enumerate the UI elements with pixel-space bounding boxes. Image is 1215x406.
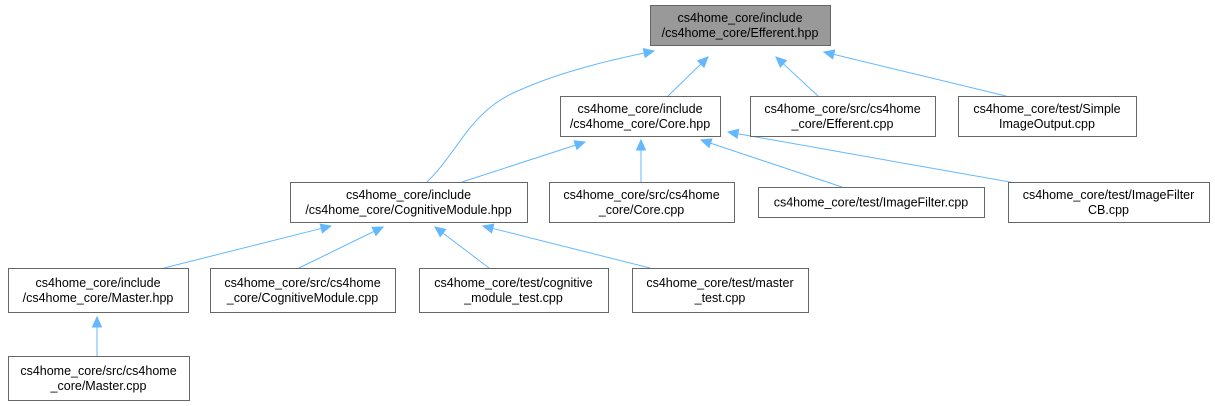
edge-arrowhead	[642, 47, 656, 59]
edge-arrowhead	[434, 226, 447, 238]
edge-master_test_cpp-to-cognitive_module_hpp	[481, 223, 651, 269]
node-label-line: ImageOutput.cpp	[999, 117, 1095, 131]
edge-cognitive_module_hpp-to-efferent_hpp	[426, 47, 656, 183]
node-label-line: cs4home_core/test/master	[646, 276, 793, 290]
node-core-cpp[interactable]: cs4home_core/src/cs4home_core/Core.cpp	[549, 182, 735, 223]
node-box	[1008, 182, 1210, 223]
edge-cognitive_module_test_cpp-to-cognitive_module_hpp	[434, 226, 490, 269]
edge-master_cpp-to-master_hpp	[91, 315, 103, 356]
edge-line	[490, 227, 651, 269]
node-label-line: cs4home_core/src/cs4home	[20, 364, 176, 378]
edge-simple_image_output_cpp-to-efferent_hpp	[822, 49, 1007, 97]
nodes-layer: cs4home_core/include/cs4home_core/Effere…	[8, 5, 1210, 401]
edge-line	[461, 143, 578, 183]
edge-image_filter_cpp-to-core_hpp	[699, 138, 843, 188]
node-label-line: /cs4home_core/Core.hpp	[570, 117, 710, 131]
edge-arrowhead	[822, 49, 836, 60]
node-master-test-cpp[interactable]: cs4home_core/test/master_test.cpp	[632, 268, 809, 313]
node-label-line: cs4home_core/test/cognitive	[434, 276, 592, 290]
node-label-line: cs4home_core/include	[677, 11, 802, 25]
edge-efferent_cpp-to-efferent_hpp	[775, 56, 819, 97]
node-label-line: cs4home_core/include	[35, 276, 160, 290]
node-label-line: CB.cpp	[1088, 203, 1129, 217]
edge-arrowhead	[371, 226, 385, 237]
edge-line	[781, 62, 819, 97]
edge-core_hpp-to-efferent_hpp	[667, 56, 709, 97]
node-master-cpp[interactable]: cs4home_core/src/cs4home_core/Master.cpp	[8, 356, 190, 401]
edge-arrowhead	[481, 223, 495, 234]
node-box	[8, 268, 189, 313]
edge-line	[735, 132, 1022, 185]
edge-cognitive_module_hpp-to-core_hpp	[461, 140, 587, 183]
node-box	[210, 268, 396, 313]
edge-line	[426, 50, 655, 183]
node-box	[560, 96, 721, 137]
node-label-line: _module_test.cpp	[463, 291, 563, 305]
edge-arrowhead	[319, 223, 333, 234]
edge-arrowhead	[696, 56, 709, 69]
node-box	[419, 268, 609, 313]
node-label-line: cs4home_core/include	[346, 188, 471, 202]
edges-layer	[91, 47, 1022, 356]
edge-line	[298, 230, 377, 269]
node-label-line: /cs4home_core/Master.hpp	[23, 291, 174, 305]
edge-arrowhead	[699, 138, 713, 149]
edge-line	[163, 227, 324, 269]
node-label-line: _core/Core.cpp	[598, 203, 685, 217]
edge-image_filter_cb_cpp-to-core_hpp	[726, 128, 1022, 185]
node-label-line: cs4home_core/src/cs4home	[224, 276, 380, 290]
node-box	[549, 182, 735, 223]
node-label-line: /cs4home_core/CognitiveModule.hpp	[305, 203, 511, 217]
node-cognitive-module-hpp[interactable]: cs4home_core/include/cs4home_core/Cognit…	[290, 182, 528, 223]
node-box	[8, 356, 190, 401]
node-label-line: _core/Efferent.cpp	[791, 117, 894, 131]
edge-line	[667, 62, 703, 97]
node-label-line: cs4home_core/test/ImageFilter	[1023, 188, 1195, 202]
node-label-line: /cs4home_core/Efferent.hpp	[662, 26, 819, 40]
node-core-hpp[interactable]: cs4home_core/include/cs4home_core/Core.h…	[560, 96, 721, 137]
edge-arrowhead	[775, 56, 788, 69]
node-label-line: _core/Master.cpp	[50, 379, 147, 393]
node-label-line: cs4home_core/test/Simple	[973, 102, 1120, 116]
node-image-filter-cpp[interactable]: cs4home_core/test/ImageFilter.cpp	[758, 187, 985, 218]
node-cognitive-module-test-cpp[interactable]: cs4home_core/test/cognitive_module_test.…	[419, 268, 609, 313]
edge-line	[441, 231, 490, 269]
edge-cognitive_module_cpp-to-cognitive_module_hpp	[298, 226, 385, 269]
edge-arrowhead	[635, 138, 647, 151]
edge-arrowhead	[573, 140, 587, 151]
node-box	[290, 182, 528, 223]
node-efferent-cpp[interactable]: cs4home_core/src/cs4home_core/Efferent.c…	[750, 96, 936, 137]
node-efferent-hpp: cs4home_core/include/cs4home_core/Effere…	[650, 5, 831, 46]
node-label-line: cs4home_core/src/cs4home	[764, 102, 920, 116]
node-label-line: _core/CognitiveModule.cpp	[226, 291, 379, 305]
edge-line	[831, 53, 1007, 97]
edge-arrowhead	[91, 315, 103, 328]
node-box	[632, 268, 809, 313]
node-label-line: cs4home_core/include	[577, 102, 702, 116]
node-label-line: cs4home_core/test/ImageFilter.cpp	[774, 196, 969, 210]
edge-arrowhead	[726, 128, 740, 140]
node-label-line: cs4home_core/src/cs4home	[563, 188, 719, 202]
node-master-hpp[interactable]: cs4home_core/include/cs4home_core/Master…	[8, 268, 189, 313]
node-cognitive-module-cpp[interactable]: cs4home_core/src/cs4home_core/CognitiveM…	[210, 268, 396, 313]
edge-master_hpp-to-cognitive_module_hpp	[163, 223, 333, 269]
node-box	[958, 96, 1137, 137]
edge-core_cpp-to-core_hpp	[635, 138, 647, 182]
edge-line	[708, 142, 843, 188]
node-label-line: _test.cpp	[694, 291, 746, 305]
node-box	[650, 5, 831, 46]
node-box	[758, 187, 985, 218]
node-box	[750, 96, 936, 137]
